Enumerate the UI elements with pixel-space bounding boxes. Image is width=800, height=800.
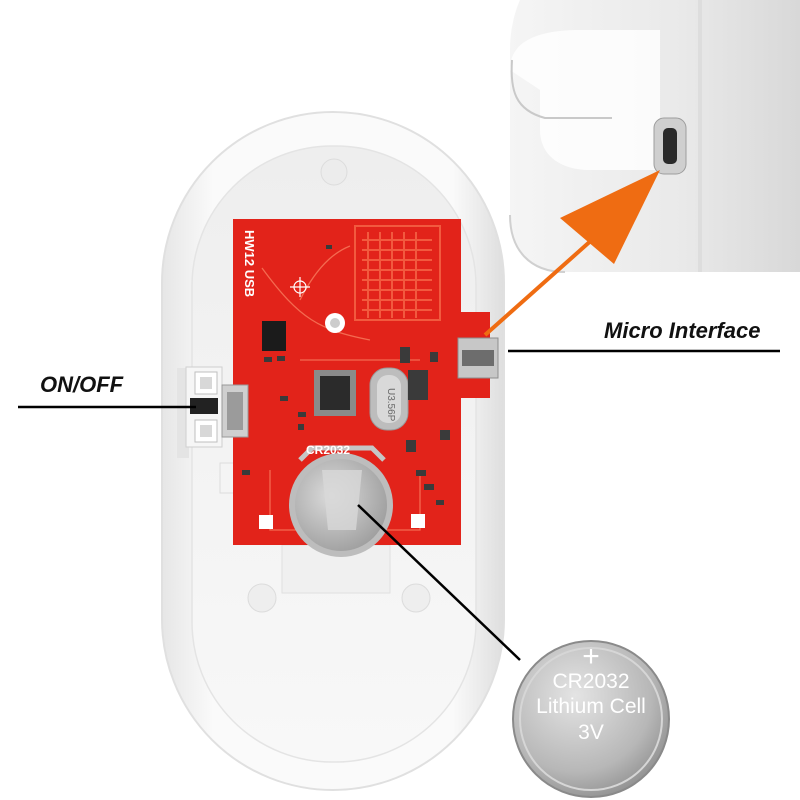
battery-plus-symbol: + — [582, 640, 600, 673]
battery-text: + CR2032 Lithium Cell 3V — [513, 640, 669, 746]
usb-port-inset — [509, 0, 800, 273]
orange-arrow — [483, 170, 660, 337]
on-off-label: ON/OFF — [40, 372, 124, 397]
micro-interface-label: Micro Interface — [604, 318, 761, 343]
pcb-board — [221, 219, 499, 557]
crystal-label: U3.56P — [385, 388, 396, 422]
battery-type: Lithium Cell — [536, 695, 646, 718]
battery-holder-label: CR2032 — [306, 443, 351, 457]
battery-voltage: 3V — [578, 721, 604, 744]
battery-model: CR2032 — [552, 670, 630, 693]
pcb-model-label: HW12 USB — [242, 230, 257, 298]
battery-leader-line — [357, 504, 521, 661]
coin-cell-battery — [512, 640, 670, 798]
